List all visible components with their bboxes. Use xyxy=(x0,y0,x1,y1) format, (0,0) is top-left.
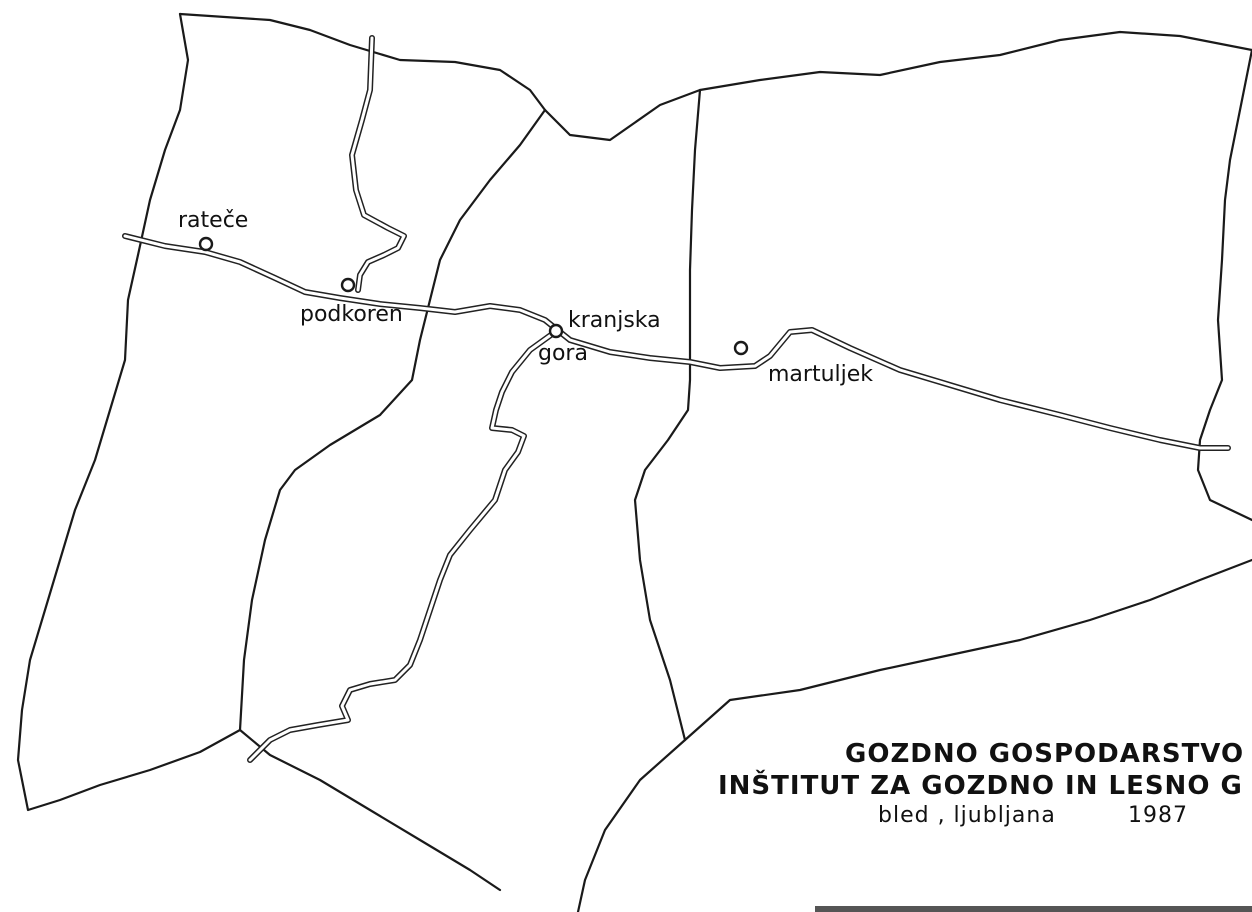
town-label-kranjska: kranjska xyxy=(568,308,661,333)
town-label-martuljek: martuljek xyxy=(768,362,873,387)
town-label-podkoren: podkoren xyxy=(300,302,403,327)
river-outline xyxy=(349,35,407,293)
title-line-1: GOZDNO GOSPODARSTVO xyxy=(845,739,1244,769)
town-marker-podkoren xyxy=(340,277,356,293)
town-label-gora: gora xyxy=(538,341,588,366)
town-kranjska-gora: kranjska gora xyxy=(538,308,661,366)
town-martuljek: martuljek xyxy=(733,340,873,387)
district-boundaries xyxy=(16,12,1252,912)
main-road xyxy=(122,233,1231,451)
river xyxy=(349,35,407,293)
district-boundary-west xyxy=(16,12,242,812)
southern-road-outline xyxy=(247,329,558,763)
title-line-3-place: bled , ljubljana xyxy=(878,803,1056,828)
district-boundary-kranjska xyxy=(576,88,702,912)
district-boundary-martuljek xyxy=(683,558,1252,742)
town-label-ratece: rateče xyxy=(178,208,248,233)
district-boundary-east xyxy=(1196,48,1252,522)
title-line-2: INŠTITUT ZA GOZDNO IN LESNO G xyxy=(718,769,1243,801)
main-road-fill xyxy=(123,234,1230,450)
district-boundary-podkoren xyxy=(238,108,547,892)
town-marker-martuljek xyxy=(733,340,749,356)
southern-road xyxy=(247,329,558,763)
river-fill xyxy=(350,36,406,292)
town-ratece: rateče xyxy=(178,208,248,252)
southern-road-fill xyxy=(248,330,557,762)
bottom-frame-edge xyxy=(815,906,1252,912)
town-marker-ratece xyxy=(198,236,214,252)
title-line-3-year: 1987 xyxy=(1128,803,1188,828)
title-block: GOZDNO GOSPODARSTVO INŠTITUT ZA GOZDNO I… xyxy=(718,739,1244,828)
district-outer-boundary xyxy=(178,12,1252,142)
town-marker-kranjska-gora xyxy=(548,323,564,339)
town-podkoren: podkoren xyxy=(300,277,403,327)
